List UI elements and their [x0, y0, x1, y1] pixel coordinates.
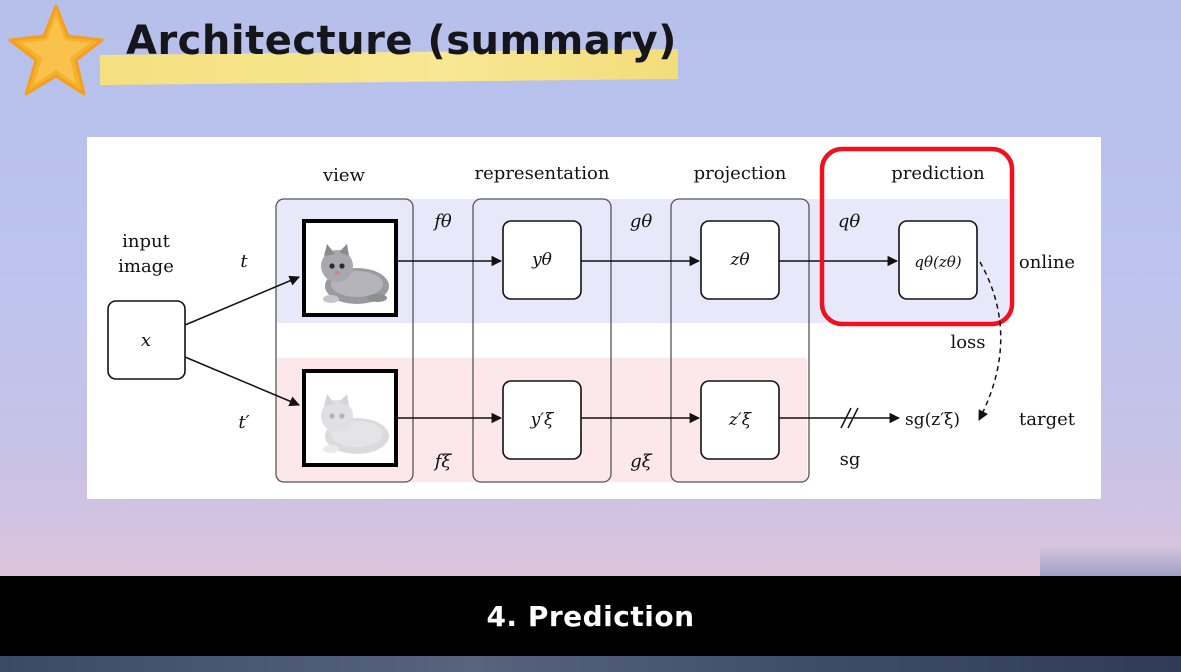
- sg-label: sg: [840, 449, 861, 470]
- header-view: view: [322, 165, 366, 186]
- caption-text: 4. Prediction: [486, 599, 695, 633]
- z-online-node: [700, 220, 780, 300]
- y-online-node: [502, 220, 582, 300]
- sg-break-mark-1: [840, 407, 852, 429]
- prediction-node: [898, 220, 978, 300]
- architecture-diagram: view representation projection predictio…: [87, 137, 1101, 499]
- prediction-highlight-box: [819, 146, 1015, 327]
- header-prediction: prediction: [891, 163, 985, 184]
- f-online-label: fθ: [432, 211, 452, 232]
- slide-header: Architecture (summary): [0, 0, 700, 110]
- online-view-image: [302, 219, 398, 317]
- y-target-label: y′ξ: [530, 410, 555, 430]
- loss-curve: [978, 261, 1002, 421]
- target-label: target: [1019, 409, 1076, 430]
- y-online-label: yθ: [531, 250, 552, 270]
- z-target-node: [700, 380, 780, 460]
- g-online-label: gθ: [630, 211, 653, 232]
- sg-node-label: sg(z′ξ): [905, 410, 960, 430]
- arrow-input-target: [184, 356, 300, 407]
- input-node-label: x: [141, 330, 151, 351]
- background-horizon: [1040, 546, 1181, 576]
- y-target-node: [502, 380, 582, 460]
- q-online-label: qθ: [838, 211, 861, 232]
- prediction-node-label: qθ(zθ): [914, 253, 961, 271]
- view-column: [275, 198, 414, 483]
- z-target-label: z′ξ: [728, 410, 753, 430]
- star-icon: [8, 4, 104, 96]
- diagram-canvas: view representation projection predictio…: [107, 146, 1076, 483]
- projection-column: [670, 198, 810, 483]
- input-node: [107, 300, 186, 380]
- header-projection: projection: [694, 163, 787, 184]
- caption-bar: 4. Prediction: [0, 576, 1181, 656]
- loss-label: loss: [950, 332, 985, 353]
- aug-online-label: t: [240, 251, 248, 272]
- sg-break-mark-2: [847, 407, 859, 429]
- page-title: Architecture (summary): [126, 18, 677, 64]
- input-label-line2: image: [118, 256, 174, 277]
- aug-target-label: t′: [238, 412, 249, 433]
- arrow-input-online: [184, 275, 300, 326]
- f-target-label: fξ: [433, 451, 453, 472]
- representation-column: [472, 198, 612, 483]
- z-online-label: zθ: [729, 250, 749, 270]
- header-representation: representation: [475, 163, 610, 184]
- input-label-line1: input: [122, 231, 170, 252]
- bottom-scenery: [0, 656, 1181, 672]
- g-target-label: gξ: [630, 451, 653, 472]
- target-view-image: [302, 369, 398, 467]
- online-label: online: [1019, 252, 1075, 273]
